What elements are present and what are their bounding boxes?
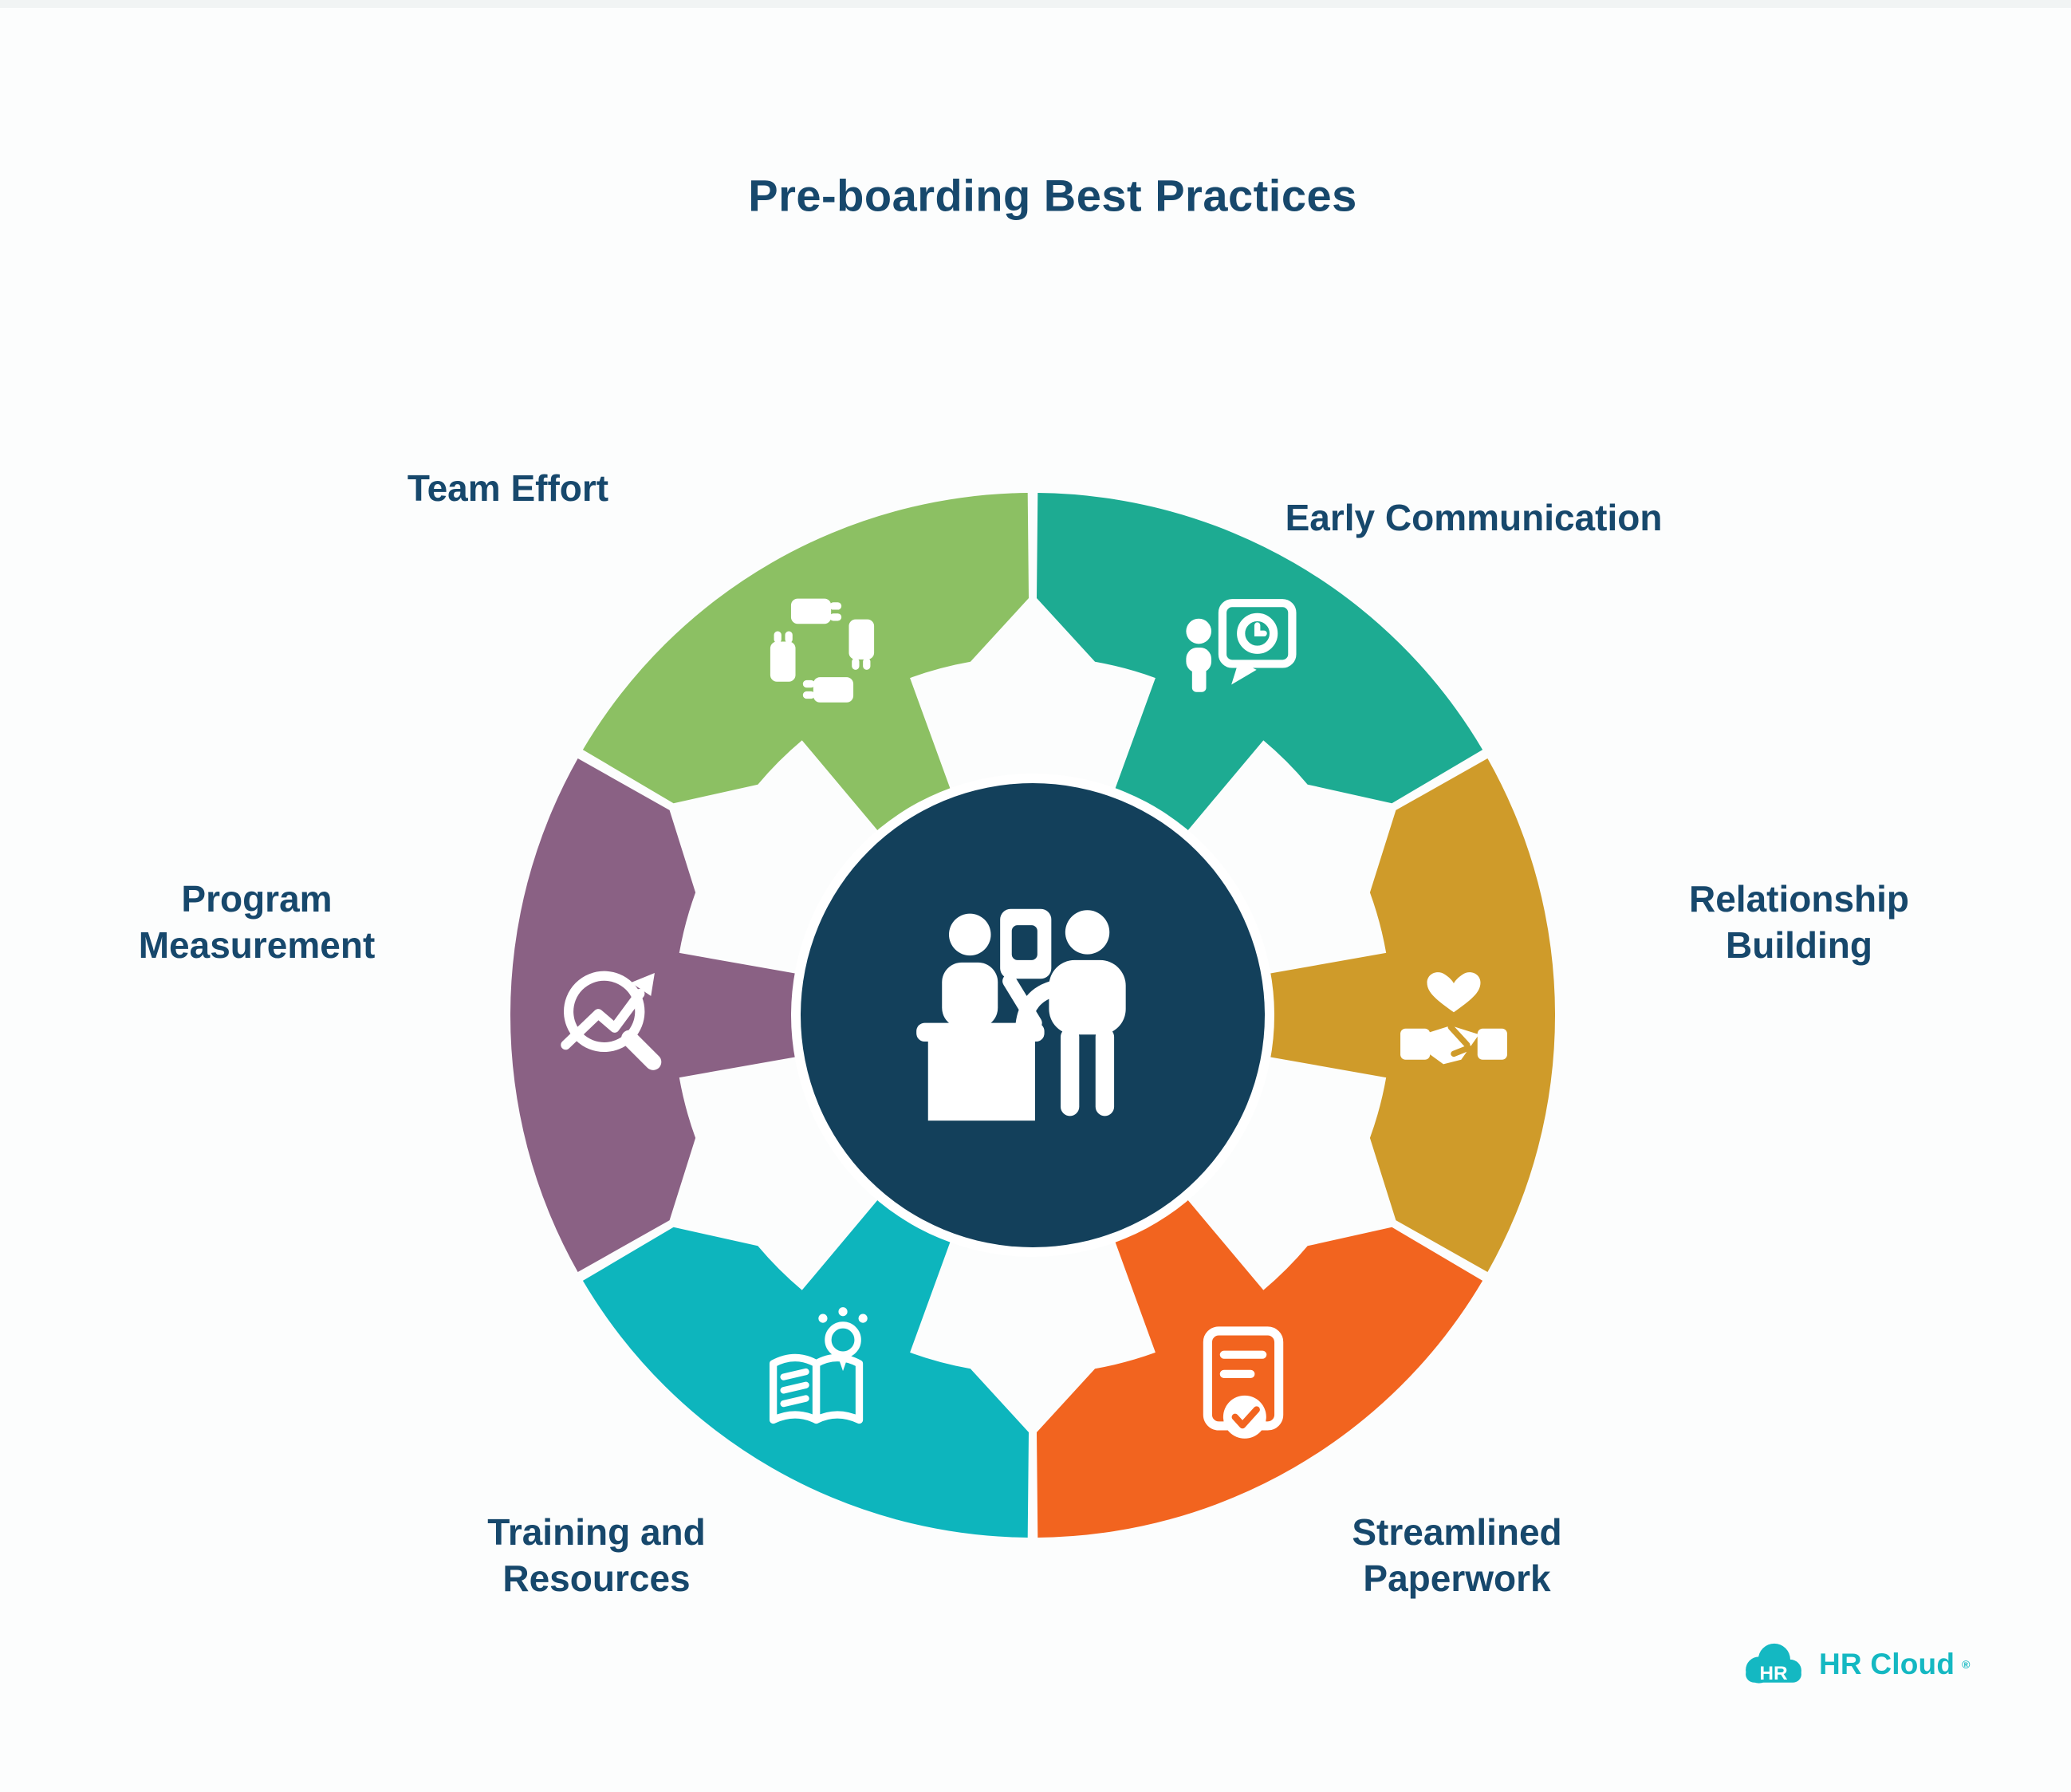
top-strip [0, 0, 2071, 8]
label-early-communication: Early Communication [1285, 497, 1663, 539]
hr-cloud-icon: HR [1746, 1643, 1801, 1684]
hr-cloud-wordmark: HR Cloud [1819, 1648, 1955, 1680]
registered-mark: ® [1962, 1658, 1971, 1671]
label-program-measurement: Program Measurement [138, 878, 376, 966]
label-team-effort: Team Effort [407, 467, 609, 510]
label-training-resources: Training and Resources [487, 1511, 706, 1599]
page-title: Pre-boarding Best Practices [748, 170, 1357, 221]
hr-badge-text: HR [1759, 1663, 1788, 1684]
segment-relationship-building [1270, 758, 1556, 1272]
label-streamlined-paperwork: Streamlined Paperwork [1352, 1511, 1562, 1599]
segment-streamlined-paperwork [1037, 1199, 1483, 1538]
segment-program-measurement [510, 758, 796, 1272]
segment-team-effort [582, 493, 1029, 831]
hr-cloud-logo: HR HR Cloud ® [1735, 1636, 1970, 1692]
label-relationship-building: Relationship Building [1688, 878, 1910, 966]
